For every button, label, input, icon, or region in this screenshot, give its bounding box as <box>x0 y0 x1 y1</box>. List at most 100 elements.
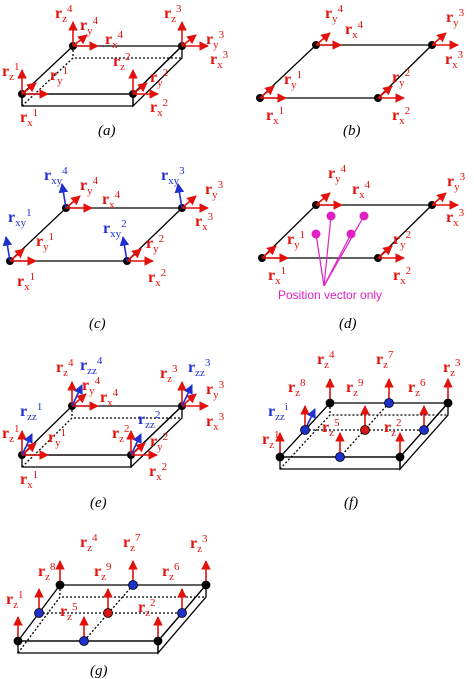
label-rzz2-e: rzz2 <box>138 409 160 431</box>
caption-f: (f) <box>344 495 358 511</box>
label-rz4-a: rz4 <box>55 3 73 25</box>
label-rz4-e: rz4 <box>56 357 74 379</box>
position-vector-note: Position vector only <box>278 288 382 302</box>
label-rx4-e: rx4 <box>100 387 119 409</box>
label-rx4-c: rx4 <box>102 189 121 211</box>
label-ry1-c: ry1 <box>36 231 54 253</box>
label-ry4-e: ry4 <box>82 375 101 397</box>
label-rz7-f: rz7 <box>376 349 394 371</box>
label-ry4-c: ry4 <box>80 175 99 197</box>
label-rz8-f: rz8 <box>288 377 306 399</box>
vectors-c-blue <box>2 183 185 262</box>
label-rx1-c: rx1 <box>17 271 35 293</box>
label-ry1-a: ry1 <box>50 65 68 87</box>
labels-c-blue: rxy4 rxy3 rxy2 rxy1 <box>8 165 185 240</box>
nodes-g <box>13 580 211 646</box>
nodes-f <box>275 398 453 462</box>
vectors-e-red <box>17 381 209 460</box>
label-rx1-d: rx1 <box>268 265 286 287</box>
label-ry4-d: ry4 <box>328 163 347 185</box>
label-ry1-b: ry1 <box>284 69 302 91</box>
label-ry1-d: ry1 <box>287 229 305 251</box>
label-rzz4-e: rzz4 <box>80 355 103 377</box>
vectors-a <box>17 21 209 99</box>
label-rz2-g: rz2 <box>138 597 156 619</box>
label-rx3-a: rx3 <box>210 49 229 71</box>
labels-c-red: ry4 rx4 ry3 rx3 ry2 rx2 ry1 rx1 <box>17 175 224 293</box>
label-rx3-c: rx3 <box>195 211 214 233</box>
labels-g: rz4 rz7 rz3 rz8 rz9 rz6 rz1 rz5 rz2 <box>6 532 208 623</box>
caption-e: (e) <box>90 495 107 511</box>
label-rx2-a: rx2 <box>150 97 168 119</box>
label-rx2-e: rx2 <box>149 461 167 483</box>
caption-a: (a) <box>98 123 116 139</box>
label-rzz3-e: rzz3 <box>188 357 211 379</box>
label-rx3-e: rx3 <box>206 411 225 433</box>
label-rzz1-e: rzz1 <box>20 401 42 423</box>
label-ry2-a: ry2 <box>150 67 168 89</box>
panel-g: rz4 rz7 rz3 rz8 rz9 rz6 rz1 rz5 rz2 (g) <box>6 532 211 679</box>
position-pointers-d <box>315 215 365 287</box>
nodes-a <box>18 42 186 98</box>
label-ry4-b: ry4 <box>325 3 344 25</box>
caption-c: (c) <box>89 316 106 332</box>
labels-a: rz4 ry4 rx4 rz3 ry3 rx3 rz2 ry2 rx2 rz1 … <box>2 3 229 129</box>
label-rz1-g: rz1 <box>6 589 24 611</box>
label-rz9-g: rz9 <box>94 561 112 583</box>
label-rx1-a: rx1 <box>20 107 38 129</box>
label-rz2-e: rz2 <box>112 423 130 445</box>
label-rz7-g: rz7 <box>123 532 141 554</box>
label-rzzi-f: rzzi <box>268 401 288 423</box>
label-rz1-e: rz1 <box>2 423 20 445</box>
label-rz6-f: rz6 <box>408 377 426 399</box>
label-rxy4-c: rxy4 <box>44 165 68 187</box>
label-rxy1-c: rxy1 <box>8 207 32 229</box>
label-rz3-e: rz3 <box>160 363 178 385</box>
label-ry3-a: ry3 <box>206 29 225 51</box>
vectors-f-red <box>275 378 453 457</box>
panel-e: rz4 ry4 rx4 rz3 ry3 rx3 rz2 ry2 rx2 rz1 … <box>2 355 225 511</box>
caption-g: (g) <box>90 663 108 679</box>
label-rz5-g: rz5 <box>60 601 78 623</box>
label-ry4-a: ry4 <box>80 15 99 37</box>
labels-b: ry4 rx4 ry3 rx3 ry2 rx2 ry1 rx1 <box>266 3 465 127</box>
label-rz9-f: rz9 <box>346 377 364 399</box>
label-rz6-g: rz6 <box>162 561 180 583</box>
label-rz1-a: rz1 <box>2 61 20 83</box>
labels-e-red: rz4 ry4 rx4 rz3 ry3 rx3 rz2 ry2 rx2 rz1 … <box>2 357 225 491</box>
label-ry3-c: ry3 <box>205 179 224 201</box>
label-rx2-b: rx2 <box>392 105 410 127</box>
label-rx3-d: rx3 <box>446 207 465 229</box>
label-rz4-f: rz4 <box>317 349 335 371</box>
label-rx4-b: rx4 <box>345 19 364 41</box>
plate-a <box>20 44 184 108</box>
vectors-d <box>261 192 459 263</box>
label-rz1-f: rz1 <box>262 429 280 451</box>
label-rz5-f: rz5 <box>322 417 340 439</box>
panel-a: rz4 ry4 rx4 rz3 ry3 rx3 rz2 ry2 rx2 rz1 … <box>2 3 229 139</box>
label-rz3-a: rz3 <box>164 3 182 25</box>
label-ry3-b: ry3 <box>446 7 465 29</box>
label-rx4-a: rx4 <box>105 29 124 51</box>
labels-f-red: rz4 rz7 rz3 rz8 rz9 rz6 rz5 rz2 rz1 <box>262 349 461 451</box>
vectors-c-red <box>9 195 209 266</box>
panel-d: ry4 rx4 ry3 rx3 ry2 rx2 ry1 rx1 Position… <box>258 163 466 332</box>
labels-e-blue: rzz4 rzz3 rzz2 rzz1 <box>20 355 211 431</box>
vectors-b <box>259 32 459 103</box>
label-ry3-d: ry3 <box>447 171 466 193</box>
label-rz3-f: rz3 <box>443 357 461 379</box>
panel-b: ry4 rx4 ry3 rx3 ry2 rx2 ry1 rx1 (b) <box>256 3 465 139</box>
caption-b: (b) <box>343 123 361 139</box>
label-rz4-g: rz4 <box>80 532 98 554</box>
position-points-d <box>311 211 369 239</box>
label-rz8-g: rz8 <box>38 561 56 583</box>
label-rx3-b: rx3 <box>445 49 464 71</box>
label-rz2-f: rz2 <box>384 417 402 439</box>
label-rx1-e: rx1 <box>20 469 38 491</box>
label-ry2-b: ry2 <box>392 67 410 89</box>
labels-f-blue: rzzi <box>268 401 288 423</box>
panel-f: rz4 rz7 rz3 rz8 rz9 rz6 rz5 rz2 rz1 rzzi… <box>262 349 461 511</box>
label-rx1-b: rx1 <box>266 105 284 127</box>
vectors-e-blue <box>21 384 193 456</box>
